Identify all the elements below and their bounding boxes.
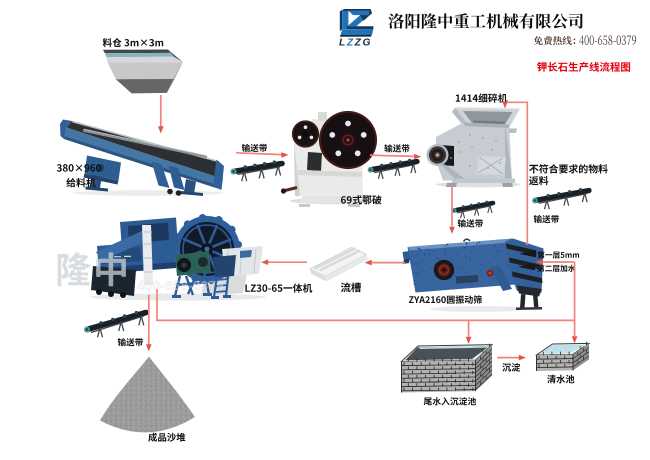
svg-text:LZZG: LZZG [339,38,372,49]
svg-text:400-658-0379: 400-658-0379 [137,278,224,293]
